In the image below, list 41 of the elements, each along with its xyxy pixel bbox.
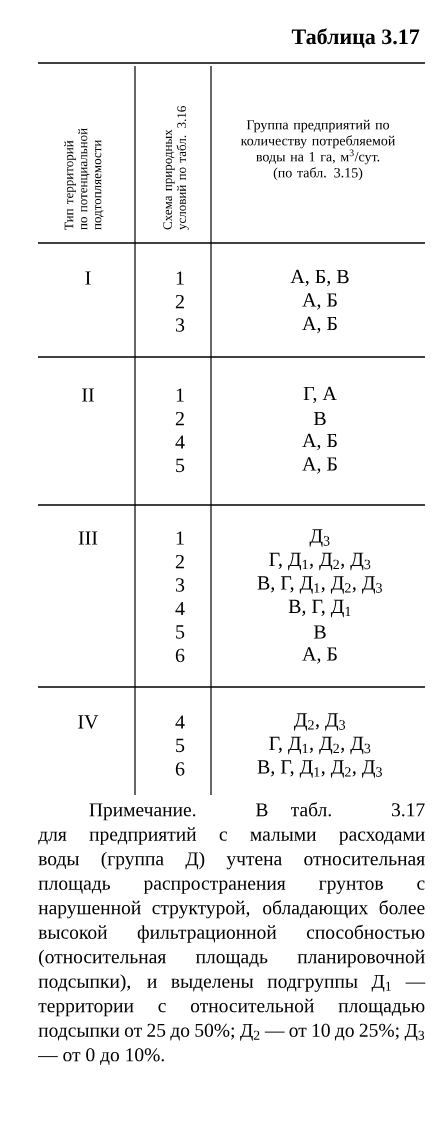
scheme-number: 1 xyxy=(176,388,184,402)
scheme-number: 4 xyxy=(175,715,185,729)
enterprise-groups: Г, А xyxy=(303,386,337,404)
enterprise-groups: А, Б, В xyxy=(290,269,349,287)
column-header: Группа предприятий по количеству потребляемой воды на 1 га, м$^{3}$/сут. (по табл. 3.15) xyxy=(240,119,396,181)
scheme-number: 4 xyxy=(175,601,185,616)
enterprise-groups: Д$_{2}$, Д$_{3}$ xyxy=(294,713,346,731)
scheme-number: 2 xyxy=(175,411,184,426)
enterprise-groups: Г, Д$_{1}$, Д$_{2}$, Д$_{3}$ xyxy=(269,736,371,755)
enterprise-groups: А, Б xyxy=(302,316,337,334)
scheme-number: 1 xyxy=(176,531,184,545)
scheme-number: 5 xyxy=(176,458,185,473)
enterprise-groups: А, Б xyxy=(302,293,337,310)
scheme-number: 1 xyxy=(176,271,184,285)
scheme-number: 6 xyxy=(175,762,185,776)
scheme-number: 4 xyxy=(175,435,185,449)
enterprise-groups: А, Б xyxy=(302,647,337,664)
enterprise-groups: В, Г, Д$_{1}$ xyxy=(288,599,351,618)
enterprise-groups: Д$_{3}$ xyxy=(309,529,330,547)
table-title: Таблица 3.17 xyxy=(291,28,420,48)
enterprise-groups: В xyxy=(313,625,326,639)
territory-type: I xyxy=(85,271,91,285)
scheme-number: 6 xyxy=(175,648,185,663)
scheme-number: 3 xyxy=(175,318,185,332)
scheme-number: 5 xyxy=(176,738,185,753)
territory-type: IV xyxy=(78,715,99,729)
enterprise-groups: В xyxy=(313,411,326,426)
column-header: Тип территорий по потенциальной подтопляемости xyxy=(64,128,104,230)
enterprise-groups: А, Б xyxy=(302,457,337,474)
scheme-number: 5 xyxy=(176,625,185,639)
note-paragraph: Примечание. В табл. 3.17 для предприятий с малыми расходами воды (группа Д) учтена относительная площадь распространения грунтов с нарушенной структурой, обладающих более высокой фильтрационной способностью (относительная площадь планировочной подсыпки), и выделены подгруппы Д$_{1}$ — территории с относительной площадью подсыпки от 25 до 50%; Д$_{2}$ — от 10 до 25%; Д$_{3}$ — от 0 до 10%. xyxy=(38,802,426,1065)
column-header: Схема природных условий по табл. 3.16 xyxy=(163,106,189,230)
scheme-number: 2 xyxy=(175,294,184,309)
territory-type: III xyxy=(78,531,98,545)
enterprise-groups: В, Г, Д$_{1}$, Д$_{2}$, Д$_{3}$ xyxy=(257,760,382,778)
enterprise-groups: Г, Д$_{1}$, Д$_{2}$, Д$_{3}$ xyxy=(269,552,371,571)
enterprise-groups: В, Г, Д$_{1}$, Д$_{2}$, Д$_{3}$ xyxy=(257,576,382,594)
scheme-number: 3 xyxy=(175,578,185,592)
territory-type: II xyxy=(82,388,94,402)
scheme-number: 2 xyxy=(175,554,184,569)
enterprise-groups: А, Б xyxy=(302,433,337,451)
